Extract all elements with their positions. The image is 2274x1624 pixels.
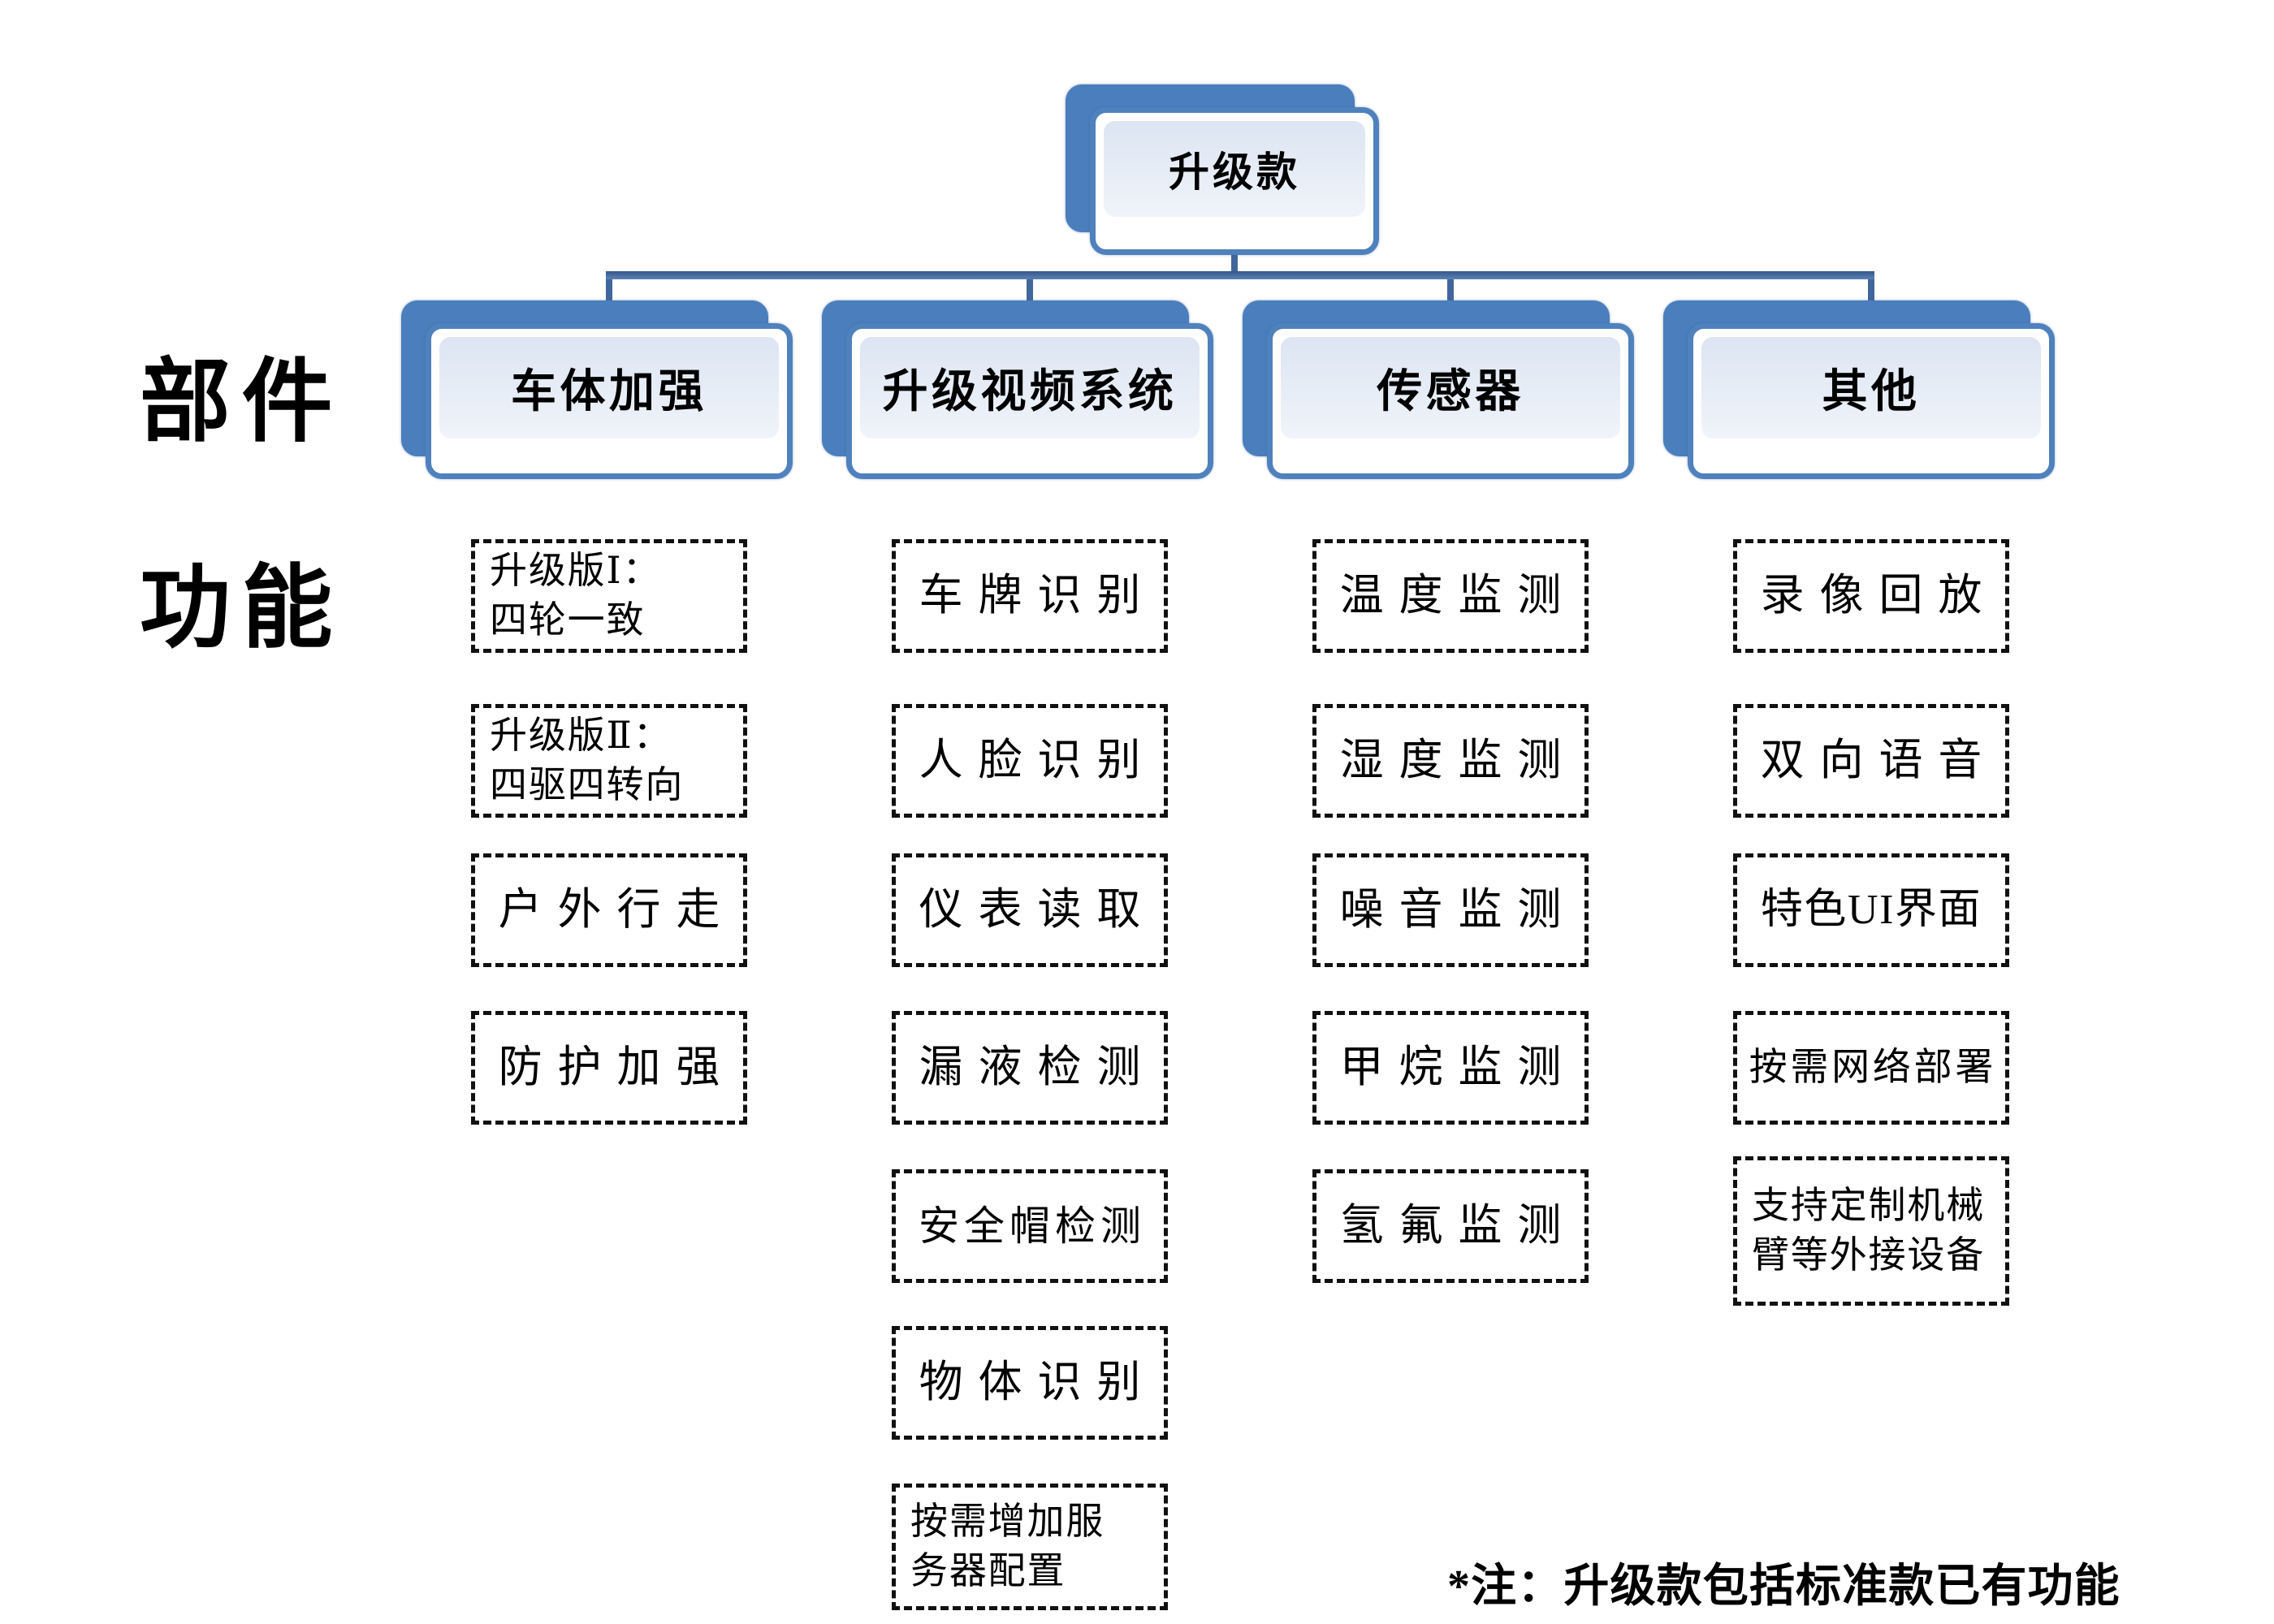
feature-label: 安全帽检测 bbox=[919, 1203, 1146, 1249]
feature-box: 录像回放 bbox=[1733, 539, 2009, 653]
feature-label: 升级版Ⅱ： 四驱四转向 bbox=[490, 715, 685, 806]
feature-box: 特色UI界面 bbox=[1733, 853, 2009, 967]
feature-box: 升级版Ⅱ： 四驱四转向 bbox=[471, 704, 747, 818]
node-panel: 车体加强 bbox=[439, 337, 779, 438]
side-label-functions: 功能 bbox=[140, 559, 344, 659]
feature-label: 温度监测 bbox=[1339, 571, 1577, 620]
footnote: *注：升级款包括标准款已有功能 bbox=[1447, 1561, 2121, 1612]
feature-box: 按需网络部署 bbox=[1733, 1011, 2009, 1125]
node-panel: 传感器 bbox=[1281, 337, 1620, 438]
branch-node-sensors: 传感器 bbox=[1243, 300, 1634, 479]
feature-label: 氢氟监测 bbox=[1339, 1201, 1577, 1250]
feature-box: 人脸识别 bbox=[892, 704, 1168, 818]
feature-box: 氢氟监测 bbox=[1312, 1169, 1589, 1283]
feature-box: 温度监测 bbox=[1312, 539, 1589, 653]
feature-label: 特色UI界面 bbox=[1760, 886, 1982, 933]
node-face: 传感器 bbox=[1267, 323, 1634, 479]
feature-box: 按需增加服 务器配置 bbox=[892, 1484, 1168, 1610]
feature-box: 仪表读取 bbox=[892, 853, 1168, 967]
feature-box: 安全帽检测 bbox=[892, 1169, 1168, 1283]
connector-horizontal-bar bbox=[606, 271, 1874, 279]
branch-node-others: 其他 bbox=[1663, 300, 2055, 479]
feature-box: 湿度监测 bbox=[1312, 704, 1589, 818]
feature-label: 按需增加服 务器配置 bbox=[910, 1501, 1105, 1592]
branch-node-video-system: 升级视频系统 bbox=[822, 300, 1213, 479]
feature-label: 按需网络部署 bbox=[1749, 1046, 1997, 1089]
feature-label: 仪表读取 bbox=[919, 885, 1156, 935]
branch-label: 其他 bbox=[1822, 366, 1921, 417]
feature-label: 漏液检测 bbox=[919, 1043, 1156, 1092]
feature-label: 噪音监测 bbox=[1339, 885, 1577, 935]
feature-box: 漏液检测 bbox=[892, 1011, 1168, 1125]
feature-label: 录像回放 bbox=[1760, 571, 1998, 620]
feature-label: 人脸识别 bbox=[919, 736, 1156, 785]
branch-label: 传感器 bbox=[1377, 366, 1524, 417]
root-node-face: 升级款 bbox=[1090, 107, 1379, 255]
root-node-label: 升级款 bbox=[1169, 149, 1300, 195]
feature-box: 升级版Ⅰ： 四轮一致 bbox=[471, 539, 747, 653]
branch-label: 升级视频系统 bbox=[882, 366, 1178, 417]
feature-box: 防护加强 bbox=[471, 1011, 747, 1125]
feature-label: 户外行走 bbox=[498, 885, 736, 935]
side-label-parts: 部件 bbox=[140, 352, 344, 453]
feature-label: 车牌识别 bbox=[919, 571, 1156, 620]
feature-box: 噪音监测 bbox=[1312, 853, 1589, 967]
feature-label: 防护加强 bbox=[498, 1043, 736, 1092]
branch-label: 车体加强 bbox=[511, 366, 707, 417]
feature-label: 升级版Ⅰ： 四轮一致 bbox=[490, 550, 662, 641]
root-node-panel: 升级款 bbox=[1104, 121, 1365, 217]
feature-box: 双向语音 bbox=[1733, 704, 2009, 818]
feature-box: 甲烷监测 bbox=[1312, 1011, 1589, 1125]
node-panel: 其他 bbox=[1701, 337, 2041, 438]
root-node: 升级款 bbox=[1066, 84, 1379, 255]
feature-label: 支持定制机械 臂等外接设备 bbox=[1752, 1185, 1986, 1276]
node-face: 车体加强 bbox=[426, 323, 793, 479]
node-face: 升级视频系统 bbox=[846, 323, 1213, 479]
feature-label: 物体识别 bbox=[919, 1358, 1156, 1407]
feature-label: 湿度监测 bbox=[1339, 736, 1577, 785]
node-panel: 升级视频系统 bbox=[860, 337, 1200, 438]
feature-label: 双向语音 bbox=[1760, 736, 1998, 785]
feature-box: 支持定制机械 臂等外接设备 bbox=[1733, 1156, 2009, 1306]
connector-stem bbox=[1231, 253, 1238, 274]
feature-box: 户外行走 bbox=[471, 853, 747, 967]
feature-box: 物体识别 bbox=[892, 1326, 1168, 1440]
feature-label: 甲烷监测 bbox=[1339, 1043, 1577, 1092]
feature-box: 车牌识别 bbox=[892, 539, 1168, 653]
node-face: 其他 bbox=[1688, 323, 2055, 479]
branch-node-body-reinforcement: 车体加强 bbox=[401, 300, 793, 479]
